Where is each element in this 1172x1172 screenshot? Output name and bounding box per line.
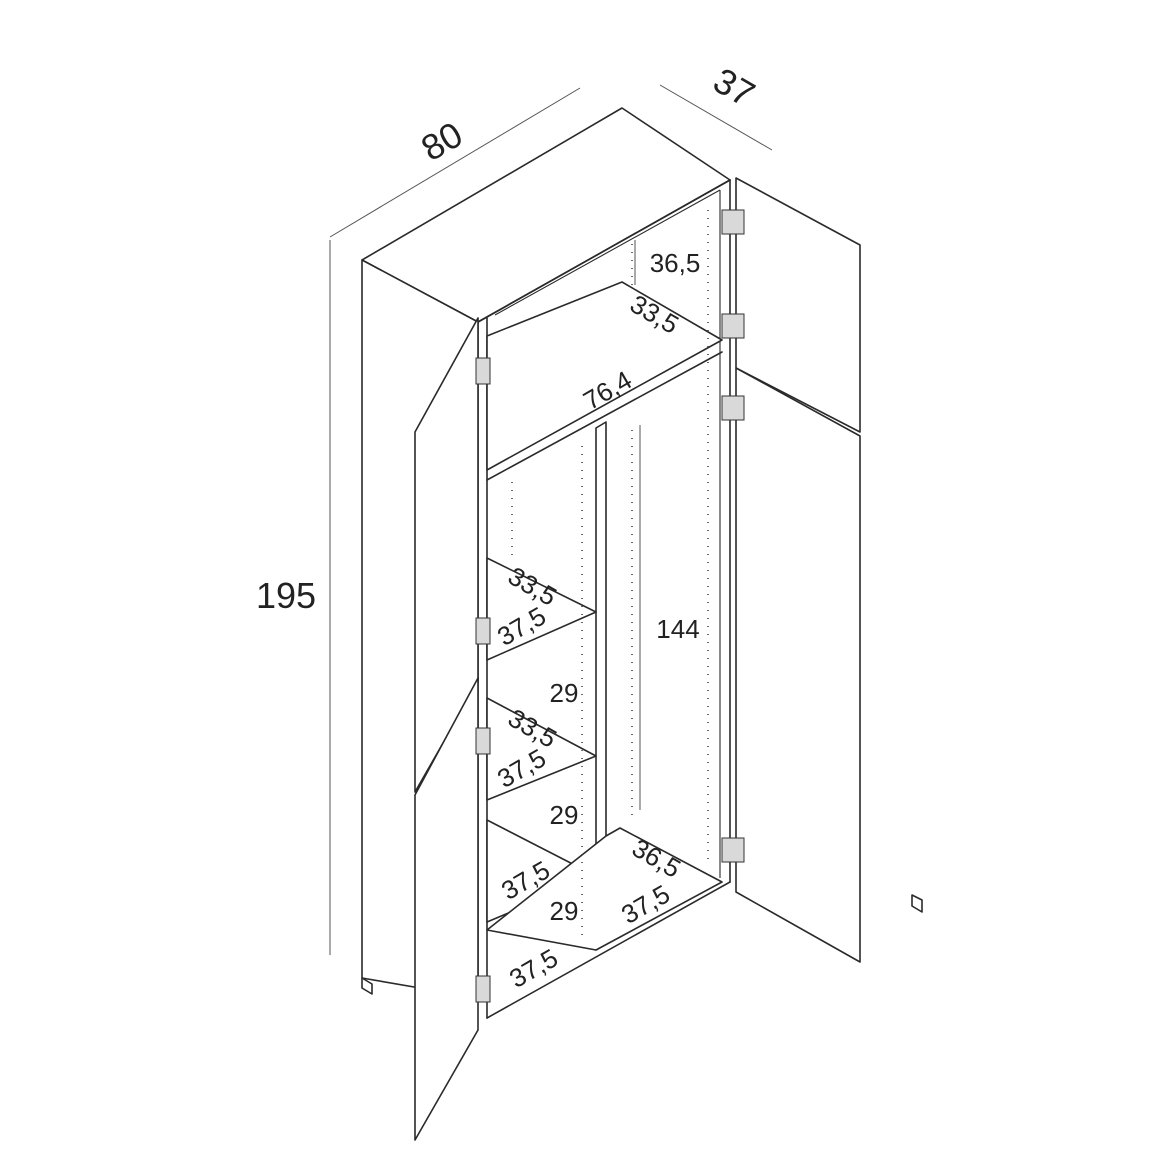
hinge-icon — [475, 727, 491, 755]
hinge-icon — [475, 357, 491, 385]
label-width: 80 — [414, 113, 469, 169]
hinge-icon — [475, 975, 491, 1003]
label-height: 195 — [256, 575, 316, 616]
hinge-icon — [721, 313, 745, 339]
label-top-compartment-height: 36,5 — [650, 248, 701, 278]
inner-top-edge — [494, 189, 721, 316]
foot-right — [911, 894, 923, 913]
hinge-icon — [721, 209, 745, 235]
label-left-bottom-depth: 37,5 — [504, 943, 563, 994]
width-dimension-line — [329, 87, 581, 238]
internal-structure — [486, 210, 723, 951]
label-left-gap-2: 29 — [550, 800, 579, 830]
hinges — [475, 209, 745, 1003]
top-shelf-front — [486, 351, 723, 481]
carcass-bottom-front-edge — [486, 881, 731, 1019]
label-depth: 37 — [707, 59, 762, 115]
left-shelf-1 — [486, 557, 597, 661]
right-upper-door — [735, 177, 861, 433]
label-left-gap-1: 29 — [550, 678, 579, 708]
hinge-icon — [475, 617, 491, 645]
hinge-icon — [721, 395, 745, 421]
depth-dimension-line — [659, 84, 773, 151]
right-lower-door — [735, 367, 861, 963]
left-lower-door — [414, 677, 479, 1141]
label-hanging-height: 144 — [656, 614, 699, 644]
hinge-icon — [721, 837, 745, 863]
top-shelf — [486, 281, 723, 471]
doors — [414, 177, 861, 1141]
foot-left — [361, 977, 373, 995]
label-left-gap-3: 29 — [550, 896, 579, 926]
carcass-front-top-edge — [477, 179, 731, 323]
bottom-panel — [486, 827, 723, 951]
